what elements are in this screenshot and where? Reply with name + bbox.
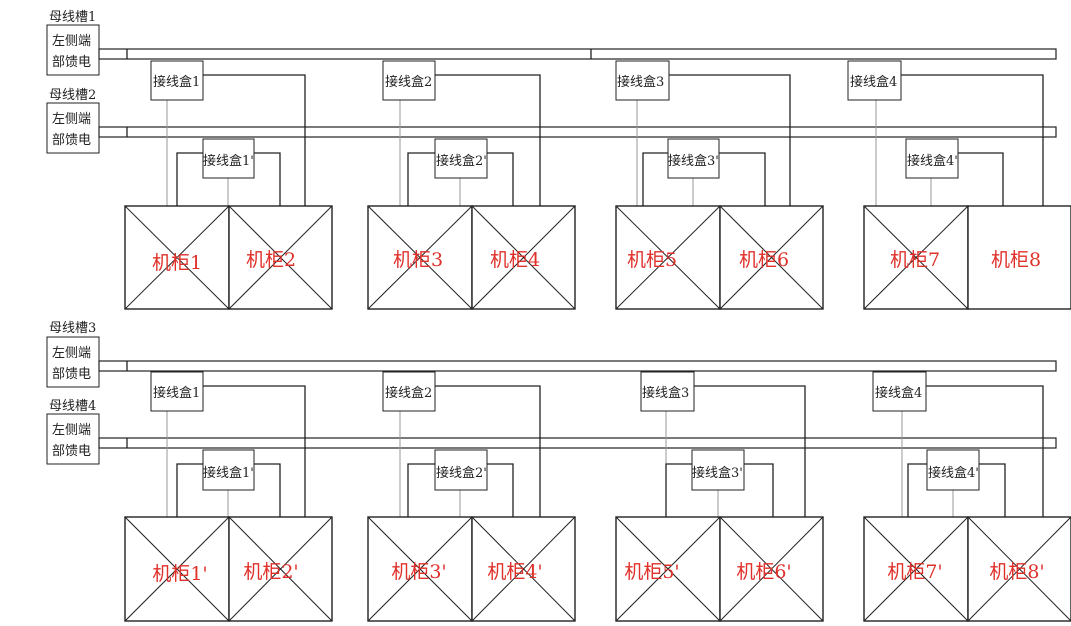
cabinet-7: 机柜7 (863, 205, 969, 310)
junction-box-label: 接线盒3 (642, 385, 689, 401)
junction-box-label: 接线盒4' (907, 153, 958, 169)
cabinet-label: 机柜3 (393, 249, 443, 271)
cabinet-5-prime: 机柜5' (615, 516, 721, 622)
cabinet-1: 机柜1 (124, 205, 230, 310)
cabinet-4-prime: 机柜4' (471, 516, 576, 622)
busbar-2-feed-box (46, 102, 100, 154)
busbar-1-feed-top: 左侧端 (52, 34, 91, 49)
busbar-4-feed-box (46, 413, 100, 465)
busbar-2-feed-bottom: 部馈电 (52, 133, 91, 148)
cabinet-8-prime: 机柜8' (967, 516, 1071, 622)
junction-box-2 (382, 60, 436, 101)
junction-box-label: 接线盒3' (692, 465, 743, 481)
cabinet-label: 机柜6' (736, 561, 791, 583)
busbar-1 (98, 48, 1057, 60)
cabinet-label: 机柜3' (391, 561, 446, 583)
cabinet-label: 机柜7' (887, 561, 942, 583)
cabinet-label: 机柜1' (152, 563, 207, 585)
junction-box-4-prime (905, 138, 959, 179)
junction-box-label: 接线盒2 (385, 385, 432, 401)
cabinet-label: 机柜2 (246, 249, 296, 271)
busbar-3-feed-box (46, 336, 100, 388)
junction-box-label: 接线盒1' (203, 153, 254, 169)
cabinet-label: 机柜4' (487, 561, 542, 583)
junction-box-label: 接线盒4 (850, 74, 897, 90)
busbar-1-feed-box (46, 24, 100, 76)
busbar-3-label: 母线槽3 (49, 321, 96, 336)
junction-box-3 (640, 371, 695, 412)
junction-box-2-prime (434, 449, 488, 491)
junction-box-1 (150, 371, 204, 412)
junction-box-label: 接线盒1' (203, 465, 254, 481)
cabinet-1-prime: 机柜1' (124, 516, 230, 622)
busbar-3-feed-bottom: 部馈电 (52, 367, 91, 382)
cabinet-3-prime: 机柜3' (367, 516, 473, 622)
cabinet-label: 机柜5 (627, 249, 677, 271)
junction-box-4-prime (926, 449, 980, 491)
junction-box-3-prime (691, 449, 745, 491)
junction-box-2-prime (434, 138, 488, 179)
busbar-4-feed-bottom: 部馈电 (52, 444, 91, 459)
junction-box-4 (872, 371, 927, 412)
busbar-1-feed-bottom: 部馈电 (52, 55, 91, 70)
junction-box-label: 接线盒4' (928, 465, 979, 481)
cabinet-6-prime: 机柜6' (719, 516, 824, 622)
junction-box-2 (382, 371, 436, 412)
cabinet-3: 机柜3 (367, 205, 473, 310)
busbar-2 (98, 126, 1057, 138)
junction-box-3 (615, 60, 670, 101)
cabinet-label: 机柜2' (243, 561, 298, 583)
cabinet-label: 机柜8' (989, 561, 1044, 583)
busbar-4 (98, 437, 1057, 449)
junction-box-label: 接线盒3' (668, 153, 719, 169)
junction-box-label: 接线盒2 (385, 74, 432, 90)
busbar-2-feed-top: 左侧端 (52, 112, 91, 127)
junction-box-label: 接线盒3 (617, 74, 664, 90)
section-1: 母线槽1 左侧端 部馈电 母线槽2 左侧端 部馈电 (46, 10, 1071, 310)
junction-box-label: 接线盒2' (436, 465, 487, 481)
cabinet-label: 机柜6 (739, 249, 789, 271)
cabinet-label: 机柜1 (152, 252, 202, 274)
busbar-1-label: 母线槽1 (49, 10, 96, 25)
junction-box-label: 接线盒1 (153, 74, 200, 90)
cabinet-5: 机柜5 (615, 205, 721, 310)
busbar-4-feed-top: 左侧端 (52, 423, 91, 438)
junction-box-1-prime (202, 138, 255, 179)
busbar-4-label: 母线槽4 (49, 399, 96, 414)
busbar-2-label: 母线槽2 (49, 88, 96, 103)
busbar-3-feed-top: 左侧端 (52, 346, 91, 361)
cabinet-2-prime: 机柜2' (228, 516, 333, 622)
junction-box-3-prime (667, 138, 720, 179)
cabinet-4: 机柜4 (471, 205, 576, 310)
cabinet-label: 机柜5' (624, 561, 679, 583)
cabinet-label: 机柜7 (890, 249, 940, 271)
cabinet-7-prime: 机柜7' (863, 516, 969, 622)
cabinet-label: 机柜8 (991, 249, 1041, 271)
junction-box-1-prime (202, 449, 255, 491)
junction-box-label: 接线盒2' (436, 153, 487, 169)
cabinet-6: 机柜6 (719, 205, 824, 310)
junction-box-label: 接线盒4 (875, 385, 922, 401)
junction-box-label: 接线盒1 (153, 385, 200, 401)
busbar-3 (98, 360, 1057, 372)
junction-box-4 (847, 60, 902, 101)
cabinet-2: 机柜2 (228, 205, 333, 310)
cabinet-8: 机柜8 (967, 205, 1071, 310)
cabinet-label: 机柜4 (490, 249, 540, 271)
junction-box-1 (150, 60, 204, 101)
section-2: 母线槽3 左侧端 部馈电 母线槽4 左侧端 部馈电 (46, 321, 1071, 622)
